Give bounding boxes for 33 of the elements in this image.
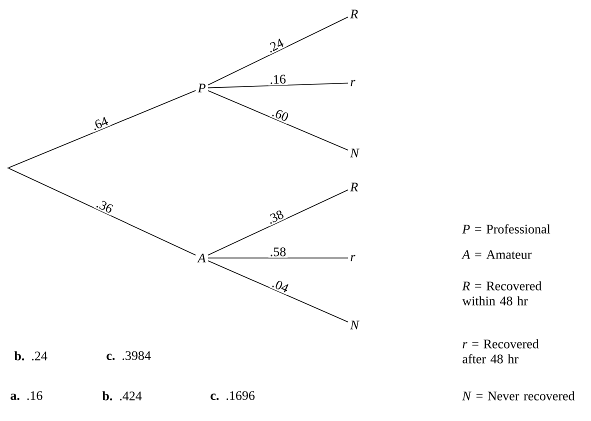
probability-label: .58 [270,247,286,256]
legend-entry: r = Recovered after 48 hr [462,339,539,364]
outcome-label: P [198,84,206,92]
outcome-label: N [350,148,360,158]
outcome-label: A [197,254,206,262]
answer-text: c. .1696 [210,391,255,400]
answer-text: a. .16 [10,391,42,400]
answer-text: b. .424 [102,391,142,400]
branch-line [8,168,196,256]
answer-text: b. .24 [14,351,48,360]
branch-line [208,189,348,256]
legend-entry: A = Amateur [462,250,532,259]
probability-label: .16 [270,74,286,84]
probability-label: .04 [272,280,288,292]
outcome-label: R [350,10,358,18]
branch-line [208,82,348,88]
probability-label: .38 [270,210,284,224]
branch-line [208,16,348,86]
probability-label: .60 [272,110,288,121]
outcome-label: r [350,254,356,262]
branch-line [8,90,196,168]
branch-line [208,90,348,150]
branch-line [208,260,348,322]
legend-entry: R = Recovered within 48 hr [462,281,542,306]
outcome-label: N [350,320,360,330]
answer-text: c. .3984 [106,351,151,360]
legend-entry: P = Professional [462,224,550,234]
legend-entry: N = Never recovered [462,391,575,400]
probability-label: .64 [94,116,108,130]
outcome-label: R [350,182,358,192]
probability-label: .36 [96,200,113,213]
outcome-label: r [350,80,356,86]
probability-label: .24 [270,38,284,52]
